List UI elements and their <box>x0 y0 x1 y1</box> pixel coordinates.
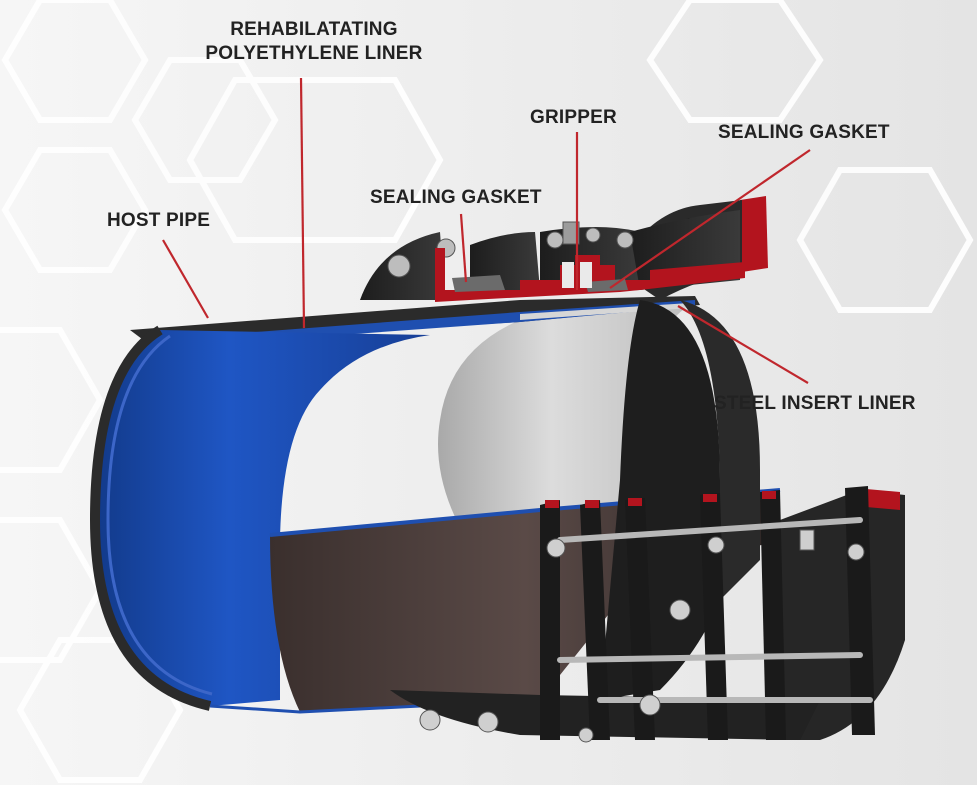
pipe-front-opening <box>89 325 430 711</box>
label-sealing-gasket-right: SEALING GASKET <box>718 122 890 143</box>
label-gripper: GRIPPER <box>530 107 617 128</box>
coupling-cross-section <box>435 248 745 302</box>
label-polyethylene-liner: REHABILATATING POLYETHYLENE LINER <box>183 18 445 66</box>
leader-lines <box>162 77 811 384</box>
label-liner-line-1: REHABILATATING <box>230 19 398 40</box>
label-host-pipe: HOST PIPE <box>107 210 211 231</box>
label-sealing-gasket-left: SEALING GASKET <box>370 187 542 208</box>
label-liner-line-2: POLYETHYLENE LINER <box>205 42 423 64</box>
label-steel-insert-liner: STEEL INSERT LINER <box>714 393 916 414</box>
top-bolts <box>387 221 634 278</box>
bottom-coupling <box>390 486 875 743</box>
